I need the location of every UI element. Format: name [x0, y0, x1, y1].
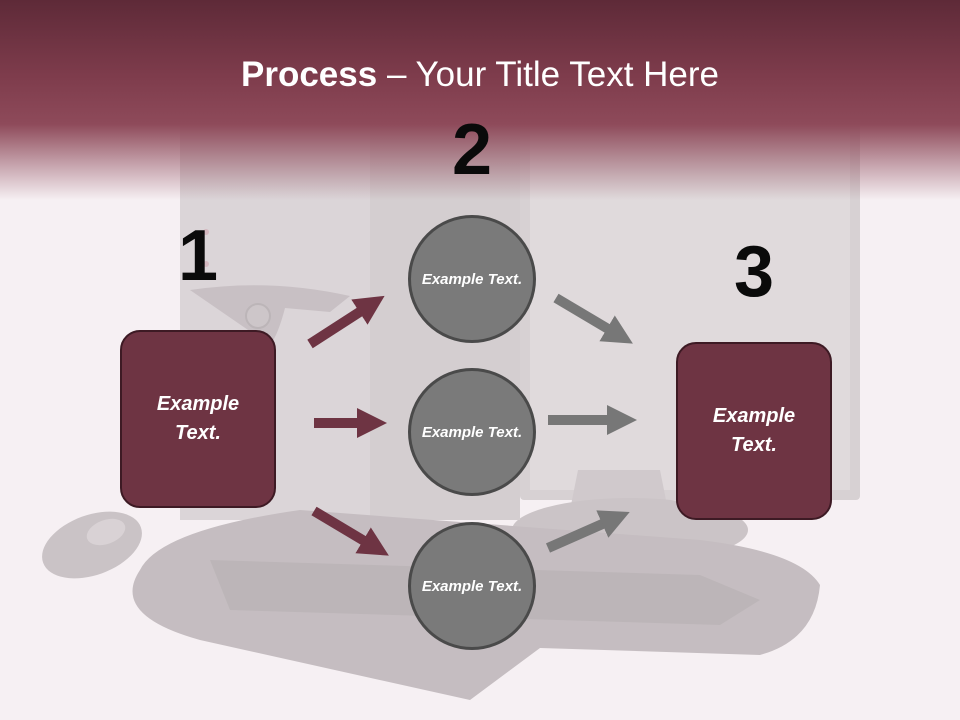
step-3-box[interactable]: Example Text. [676, 342, 832, 520]
step-number-1: 1 [177, 216, 219, 296]
slide-title: Process – Your Title Text Here [0, 52, 960, 98]
step-number-3: 3 [733, 232, 775, 312]
circle-middle[interactable]: Example Text. [408, 368, 536, 496]
circle-bottom[interactable]: Example Text. [408, 522, 536, 650]
title-bold-text: Process [241, 55, 378, 94]
circle-top[interactable]: Example Text. [408, 215, 536, 343]
step-1-box-text: Example Text. [156, 393, 240, 444]
arrow-circle-bottom-to-box3 [545, 510, 630, 553]
arrow-box1-to-circle-bottom [311, 506, 389, 556]
circle-middle-text: Example Text. [421, 423, 523, 441]
step-3-box-text: Example Text. [712, 405, 796, 456]
title-banner [0, 0, 960, 200]
title-rest-text: – Your Title Text Here [377, 55, 719, 94]
circle-bottom-text: Example Text. [421, 577, 523, 595]
step-1-box[interactable]: Example Text. [120, 330, 276, 508]
arrow-box1-to-circle-top [307, 295, 385, 349]
circle-top-text: Example Text. [421, 270, 523, 288]
arrow-circle-top-to-box3 [553, 293, 633, 344]
step-number-2: 2 [451, 110, 493, 190]
